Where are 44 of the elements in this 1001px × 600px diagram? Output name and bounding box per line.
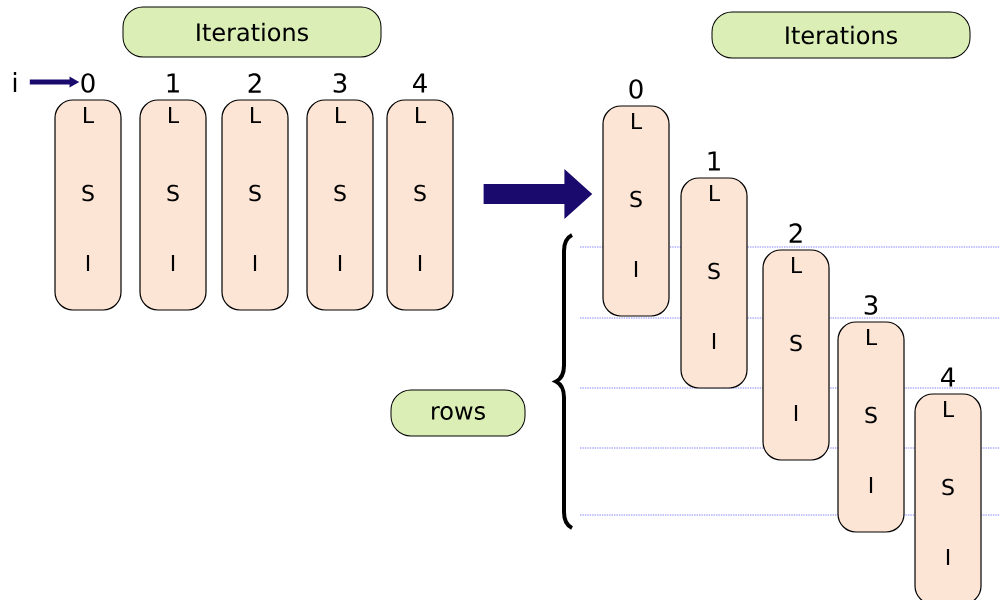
letter: L: [944, 401, 954, 417]
iteration-number: 3: [333, 73, 347, 93]
iteration-number: 4: [941, 367, 955, 387]
letter: I: [253, 255, 257, 271]
index-label: i: [13, 72, 17, 92]
label-pill: Iterations: [711, 11, 971, 59]
letter: S: [708, 262, 720, 280]
letter: S: [249, 184, 261, 202]
letter: I: [946, 549, 950, 566]
letter: L: [251, 107, 261, 123]
iteration-number: 1: [167, 73, 179, 93]
letter: S: [414, 184, 426, 202]
letter: I: [794, 405, 798, 422]
letter: L: [416, 107, 426, 123]
letter: I: [418, 255, 422, 271]
letter: I: [634, 261, 638, 277]
iteration-number: 3: [864, 295, 878, 315]
iteration-number: 1: [708, 151, 720, 171]
letter: I: [171, 255, 175, 271]
letter: I: [712, 333, 716, 349]
label-pill: Iterations: [122, 6, 382, 58]
iteration-number: 4: [413, 73, 427, 93]
label-pill: rows: [390, 389, 526, 437]
letter: S: [334, 184, 346, 202]
letter: L: [84, 107, 94, 123]
letter: L: [792, 257, 802, 273]
letter: S: [942, 478, 954, 496]
letter: S: [630, 190, 642, 208]
letter: S: [865, 406, 877, 424]
letter: I: [338, 255, 342, 271]
iteration-number: 0: [629, 79, 643, 99]
letter: L: [867, 329, 877, 345]
letter: S: [790, 334, 802, 352]
letter: L: [632, 113, 642, 129]
letter: L: [336, 107, 346, 123]
iteration-number: 2: [789, 223, 802, 243]
letter: I: [869, 477, 873, 494]
iteration-number: 2: [248, 73, 261, 93]
letter: I: [86, 255, 90, 271]
letter: L: [169, 107, 179, 123]
letter: S: [82, 184, 94, 202]
letter: S: [167, 184, 179, 202]
letter: L: [710, 185, 720, 201]
iteration-number: 0: [81, 73, 95, 93]
